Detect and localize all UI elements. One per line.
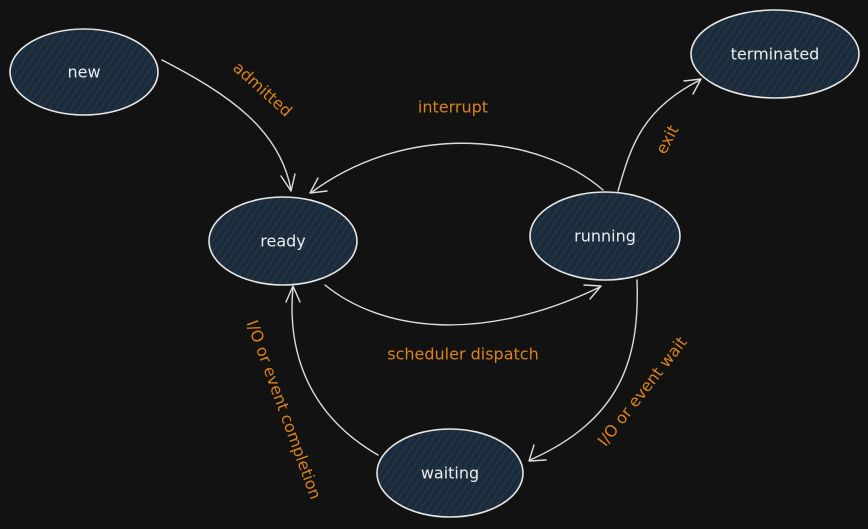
node-waiting-label: waiting: [421, 464, 479, 483]
node-terminated-shape: [690, 9, 860, 99]
edge-admitted-line: [161, 59, 292, 191]
edge-io-completion-arrowhead: [285, 285, 301, 303]
edge-scheduler-dispatch-arrowhead: [583, 284, 602, 300]
node-new-shape: [9, 28, 159, 116]
node-terminated[interactable]: terminated: [690, 9, 860, 99]
node-running-label: running: [574, 227, 636, 246]
node-waiting[interactable]: waiting: [376, 428, 524, 518]
node-ready-label: ready: [260, 232, 306, 251]
edge-scheduler-dispatch-line: [324, 284, 601, 326]
edge-label-scheduler-dispatch: scheduler dispatch: [387, 345, 538, 364]
edges: [161, 59, 702, 462]
edge-io-wait-arrowhead: [528, 444, 547, 462]
node-new-label: new: [67, 63, 100, 82]
edge-admitted: [161, 59, 296, 192]
edge-io-wait: [528, 279, 638, 462]
edge-exit-line: [617, 79, 701, 192]
node-running[interactable]: running: [529, 191, 681, 281]
edge-admitted-arrowhead: [280, 173, 296, 192]
edge-label-interrupt: interrupt: [418, 98, 488, 117]
node-ready-shape: [208, 196, 358, 286]
edge-io-completion: [285, 285, 379, 456]
edge-interrupt-line: [311, 142, 604, 193]
nodes: new ready running terminated waiting: [9, 9, 860, 518]
edge-exit-arrowhead: [683, 78, 702, 95]
edge-interrupt-arrowhead: [309, 177, 328, 194]
edge-label-io-wait: I/O or event wait: [594, 333, 691, 450]
edge-scheduler-dispatch: [324, 284, 602, 326]
node-running-shape: [529, 191, 681, 281]
edge-io-wait-line: [529, 279, 638, 461]
node-terminated-label: terminated: [731, 45, 820, 64]
edge-exit: [617, 78, 702, 192]
edge-io-completion-line: [291, 286, 379, 456]
node-ready[interactable]: ready: [208, 196, 358, 286]
edge-label-exit: exit: [652, 122, 683, 157]
node-new[interactable]: new: [9, 28, 159, 116]
node-waiting-shape: [376, 428, 524, 518]
edge-label-admitted: admitted: [229, 58, 296, 121]
edge-interrupt: [309, 142, 604, 194]
edge-label-io-completion: I/O or event completion: [243, 318, 326, 502]
